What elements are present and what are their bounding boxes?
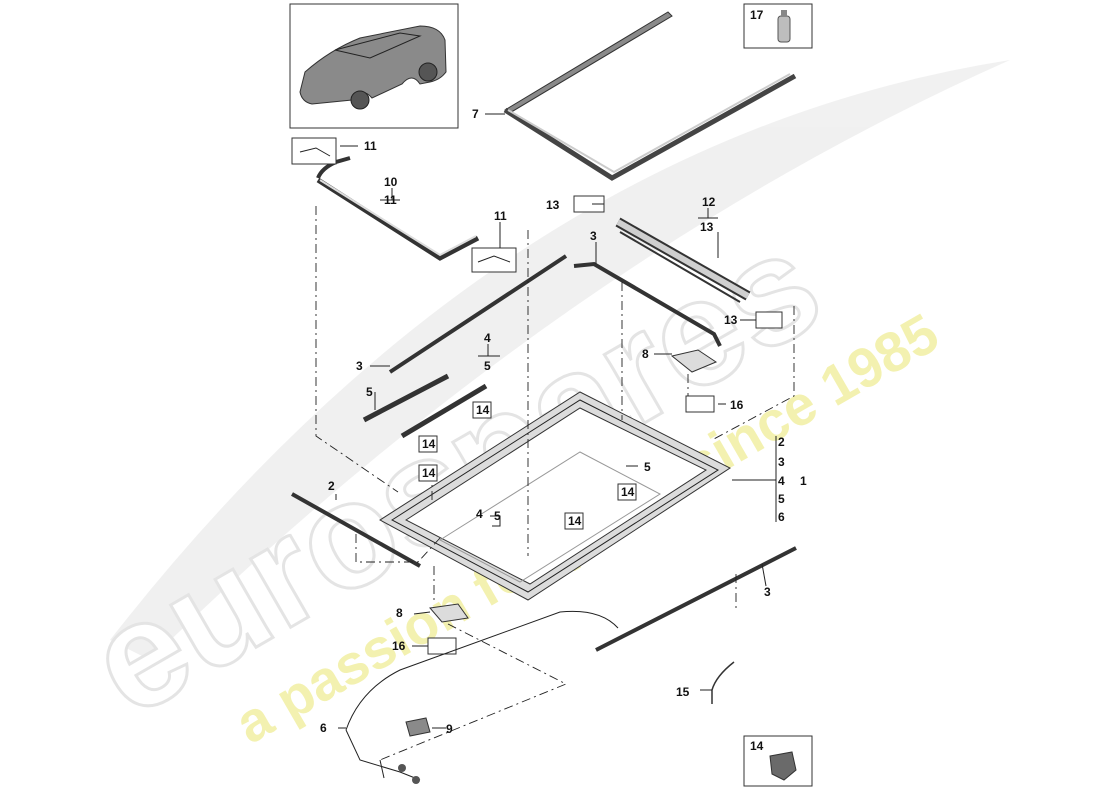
part-16-box-top xyxy=(685,395,715,413)
part-12-rear-rail xyxy=(615,217,751,303)
callout-4-a: 4 xyxy=(484,331,491,345)
part-8-motor-top xyxy=(670,349,718,373)
callout-13-b: 13 xyxy=(700,220,714,234)
leader-lines xyxy=(335,113,777,729)
callout-5-a: 5 xyxy=(484,359,491,373)
callout-6-a: 6 xyxy=(778,510,785,524)
callout-1: 1 xyxy=(800,474,807,488)
callout-8-a: 8 xyxy=(642,347,649,361)
part-13-box-b xyxy=(755,311,783,329)
part-14-boxes xyxy=(418,401,637,530)
callout-17: 17 xyxy=(750,8,764,22)
car-wheel-rear xyxy=(418,62,438,82)
callout-14-a: 14 xyxy=(476,403,490,417)
callout-3-b: 3 xyxy=(356,359,363,373)
callout-12: 12 xyxy=(702,195,716,209)
callout-2-b: 2 xyxy=(328,479,335,493)
callout-4-b: 4 xyxy=(778,474,785,488)
callout-3-c: 3 xyxy=(778,455,785,469)
watermark: eurospares a passion for parts since 198… xyxy=(61,60,1010,755)
callout-3-d: 3 xyxy=(764,585,771,599)
callout-14-c: 14 xyxy=(422,466,436,480)
callout-11-c: 11 xyxy=(494,209,507,223)
part-17-box xyxy=(743,3,813,49)
callout-6-b: 6 xyxy=(320,721,327,735)
part-1-sunroof-frame xyxy=(379,391,731,601)
callout-5-d: 5 xyxy=(778,492,785,506)
callout-5-e: 5 xyxy=(494,509,501,523)
callout-16-a: 16 xyxy=(730,398,744,412)
part-11-box-a xyxy=(291,137,337,165)
part-8-motor-bottom xyxy=(429,603,469,623)
part-3-rail-lower xyxy=(595,546,797,652)
part-3-rail-right xyxy=(573,261,722,347)
spray-can-icon xyxy=(777,15,791,43)
vehicle-thumbnail xyxy=(289,3,459,129)
callout-11-a: 11 xyxy=(364,139,377,153)
part-6-cable-harness xyxy=(345,610,619,784)
callout-7: 7 xyxy=(472,107,479,121)
callout-16-b: 16 xyxy=(392,639,406,653)
part-4-guide-left xyxy=(400,383,488,439)
part-15-drain-hose xyxy=(711,661,735,704)
callout-2-a: 2 xyxy=(778,435,785,449)
part-14-box xyxy=(743,735,813,787)
callout-13-a: 13 xyxy=(546,198,560,212)
part-10-deflector xyxy=(316,156,480,261)
assembly-guide-lines xyxy=(315,206,795,761)
callout-5-b: 5 xyxy=(366,385,373,399)
callout-4-c: 4 xyxy=(476,507,483,521)
callout-3-a: 3 xyxy=(590,229,597,243)
callout-14-e: 14 xyxy=(568,514,582,528)
callout-11-b: 11 xyxy=(384,193,397,207)
callout-13-c: 13 xyxy=(724,313,738,327)
part-7-glass-seal xyxy=(503,11,797,181)
part-2-seal-strip xyxy=(291,492,421,568)
callout-8-b: 8 xyxy=(396,606,403,620)
watermark-swoosh xyxy=(110,60,1010,660)
part-9-control-unit xyxy=(405,717,431,737)
part-11-box-b xyxy=(471,247,517,273)
callout-labels: 7 17 11 10 11 11 13 12 13 3 13 3 4 5 5 8… xyxy=(320,8,807,753)
clip-icon xyxy=(769,751,797,781)
part-3-rail-left xyxy=(388,254,568,374)
part-5-guide-left xyxy=(362,373,450,423)
car-wheel-front xyxy=(350,90,370,110)
callout-15: 15 xyxy=(676,685,690,699)
callout-14-d: 14 xyxy=(621,485,635,499)
callout-14-b: 14 xyxy=(422,437,436,451)
callout-9: 9 xyxy=(446,722,453,736)
callout-5-c: 5 xyxy=(644,460,651,474)
callout-10: 10 xyxy=(384,175,398,189)
callout-14-f: 14 xyxy=(750,739,764,753)
